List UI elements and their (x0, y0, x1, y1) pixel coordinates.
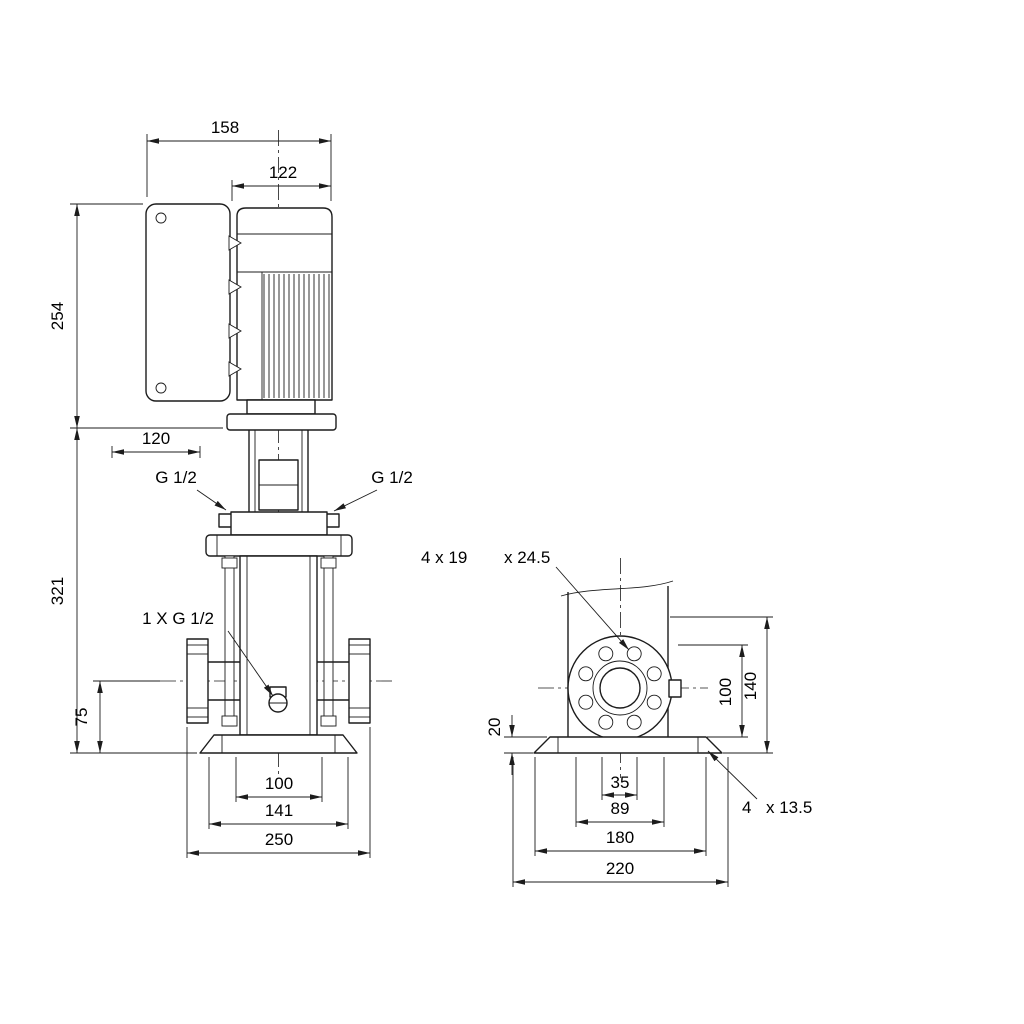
motor (226, 207, 337, 431)
break-line (560, 580, 674, 597)
rod-nut (221, 557, 238, 569)
ext-lines-base-height (504, 736, 547, 754)
head-body (230, 511, 328, 536)
dim-base-width-label: 141 (265, 801, 293, 820)
clip-icons (228, 235, 242, 377)
flange-hole-depth-label: x 24.5 (504, 548, 550, 567)
motor-body (236, 207, 333, 401)
bolt-hole (646, 666, 662, 682)
bolt-hole (578, 666, 594, 682)
base-side (533, 736, 723, 754)
ext-lines-top (146, 134, 332, 201)
ext-lines-right (670, 616, 773, 754)
dim-motor-width-label: 122 (269, 163, 297, 182)
raised-face-circle (592, 660, 648, 716)
side-view: 4 x 19 x 24.5 20 100 140 35 89 180 220 4… (421, 548, 812, 887)
dim-box-offset-label: 120 (142, 429, 170, 448)
bolt-hole (626, 714, 642, 730)
left-flange-bolt (186, 707, 209, 718)
plug-right-label: G 1/2 (371, 468, 413, 487)
left-flange-bolt (186, 644, 209, 655)
dim-port-span-label: 250 (265, 830, 293, 849)
dim-height-a-label: 100 (716, 678, 735, 706)
suction-discharge-ports (186, 638, 371, 724)
dim-base-bolt-span-label: 100 (265, 774, 293, 793)
rod-nut (221, 715, 238, 727)
dim-hole-span-outer-label: 89 (611, 799, 630, 818)
dimensions-side: 4 x 19 x 24.5 20 100 140 35 89 180 220 4… (421, 548, 812, 887)
ext-lines-bottom (186, 727, 371, 858)
sleeve-inner (246, 556, 311, 735)
dim-port-height-label: 75 (72, 708, 91, 727)
plug-right (325, 513, 340, 528)
dim-height-b-label: 140 (741, 672, 760, 700)
motor-control-box (145, 203, 231, 402)
flange-bolt-holes (578, 646, 662, 730)
dim-base-height-label: 20 (485, 718, 504, 737)
control-box-body (145, 203, 231, 402)
dim-motor-height-label: 254 (48, 302, 67, 330)
dim-hole-span-inner-label: 35 (611, 773, 630, 792)
leader-flange-holes (555, 566, 630, 651)
drain-plug-feature (268, 686, 288, 713)
dim-base-length-label: 220 (606, 859, 634, 878)
chamber-stack (221, 555, 337, 736)
bolt-hole (598, 714, 614, 730)
lantern-sides (248, 430, 309, 512)
coupling-lantern (248, 430, 309, 512)
head-flange-tabs (216, 535, 342, 556)
pump-head (205, 511, 353, 557)
bolt-hole (578, 694, 594, 710)
base-front (199, 734, 358, 754)
dim-total-width-label: 158 (211, 118, 239, 137)
lantern-inner (254, 430, 303, 512)
ext-lines-bottom-side (512, 757, 729, 887)
leader-plug-left (196, 489, 227, 511)
rod-nut (320, 557, 337, 569)
leader-drain (227, 630, 274, 697)
base-ribs-side (557, 737, 699, 753)
right-flange-bolt (348, 707, 371, 718)
dim-base-width-side-label: 180 (606, 828, 634, 847)
base-holes-count-label: 4 (742, 798, 751, 817)
base-plate-side (533, 736, 723, 754)
flange-holes-label: 4 x 19 (421, 548, 467, 567)
right-port-flange (348, 638, 371, 724)
left-pipe (208, 661, 240, 701)
dimensions-front: 158 122 254 120 321 G 1/2 G 1/2 1 X G 1/… (48, 118, 413, 858)
base-holes-size-label: x 13.5 (766, 798, 812, 817)
ext-lines-left (70, 203, 223, 754)
plug-left-label: G 1/2 (155, 468, 197, 487)
base-plate (199, 734, 358, 754)
side-tab (668, 679, 682, 698)
pump-body-side (560, 580, 674, 737)
leader-plug-right (333, 489, 378, 512)
bolt-hole (646, 694, 662, 710)
front-view: 158 122 254 120 321 G 1/2 G 1/2 1 X G 1/… (48, 118, 413, 858)
plug-left (218, 513, 233, 528)
motor-stool-flange (226, 413, 337, 431)
port-flange-face (567, 635, 682, 741)
bolt-hole (598, 646, 614, 662)
base-ribs (221, 735, 336, 753)
screw-icon (155, 382, 167, 394)
right-pipe (317, 661, 349, 701)
head-flange (205, 534, 353, 557)
right-flange-bolt (348, 644, 371, 655)
left-port-flange (186, 638, 209, 724)
bore-circle (599, 667, 641, 709)
body-sides (567, 586, 669, 737)
motor-neck (246, 399, 316, 415)
screw-icon (155, 212, 167, 224)
drain-plug-label: 1 X G 1/2 (142, 609, 214, 628)
leader-base-holes (707, 750, 758, 800)
motor-fins (263, 274, 330, 398)
flange-outer-circle (567, 635, 673, 741)
rod-nut (320, 715, 337, 727)
bolt-hole (626, 646, 642, 662)
dim-pump-height-label: 321 (48, 577, 67, 605)
